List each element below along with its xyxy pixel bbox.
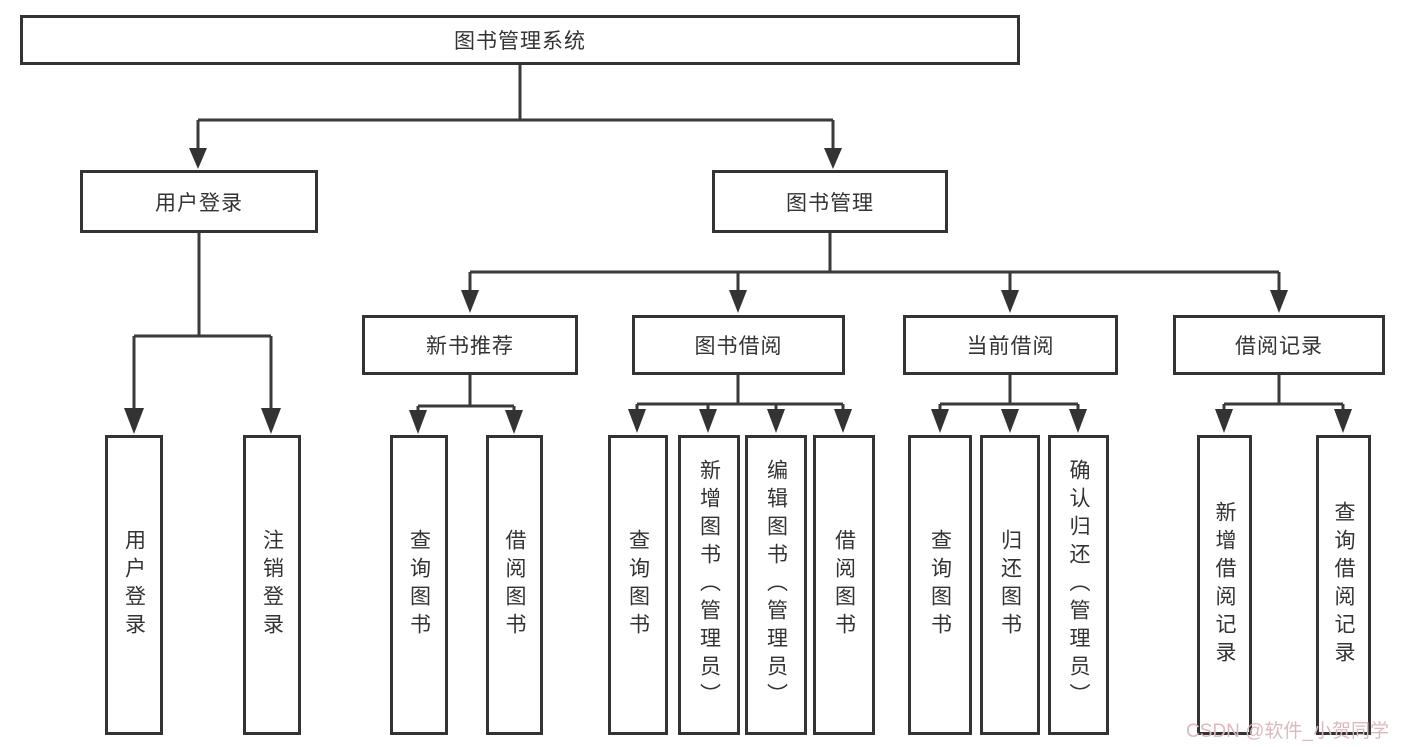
leaf-borrow-books-recommend: 借阅图书 — [486, 435, 543, 735]
leaf-query-books-borrowing: 查询图书 — [608, 435, 668, 735]
node-user-login: 用户登录 — [80, 170, 318, 233]
node-borrowing-records: 借阅记录 — [1173, 315, 1385, 375]
leaf-confirm-return-admin: 确认归还（管理员） — [1048, 435, 1109, 735]
node-label: 图书管理 — [786, 191, 874, 215]
leaf-query-borrow-record: 查询借阅记录 — [1316, 435, 1371, 735]
leaf-borrow-books-borrowing: 借阅图书 — [813, 435, 875, 735]
node-label: 查询图书 — [928, 529, 952, 641]
leaf-add-borrow-record: 新增借阅记录 — [1197, 435, 1252, 735]
node-label: 新书推荐 — [426, 335, 514, 358]
node-label: 借阅图书 — [503, 529, 526, 641]
node-label: 归还图书 — [998, 529, 1022, 641]
leaf-add-books-admin: 新增图书（管理员） — [678, 435, 740, 735]
node-label: 用户登录 — [155, 191, 243, 215]
node-label: 当前借阅 — [966, 335, 1055, 358]
leaf-edit-books-admin: 编辑图书（管理员） — [745, 435, 807, 735]
node-label: 图书管理系统 — [454, 30, 586, 53]
node-new-book-recommendation: 新书推荐 — [362, 315, 578, 375]
leaf-user-login: 用户登录 — [105, 435, 163, 735]
node-book-borrowing: 图书借阅 — [632, 315, 845, 375]
node-book-management: 图书管理 — [712, 170, 948, 233]
node-label: 查询图书 — [626, 529, 650, 641]
leaf-return-books: 归还图书 — [980, 435, 1040, 735]
node-current-borrowing: 当前借阅 — [903, 315, 1118, 375]
node-label: 图书借阅 — [694, 335, 783, 358]
node-label: 确认归还（管理员） — [1067, 459, 1090, 711]
node-label: 用户登录 — [122, 529, 146, 641]
leaf-logout: 注销登录 — [243, 435, 301, 735]
node-label: 新增借阅记录 — [1213, 501, 1236, 669]
leaf-query-books-current: 查询图书 — [908, 435, 972, 735]
node-label: 查询图书 — [407, 529, 431, 641]
node-label: 编辑图书（管理员） — [764, 459, 788, 711]
node-label: 新增图书（管理员） — [697, 459, 721, 711]
node-library-management-system: 图书管理系统 — [20, 15, 1020, 65]
node-label: 注销登录 — [260, 529, 284, 641]
node-label: 查询借阅记录 — [1332, 501, 1355, 669]
csdn-watermark: CSDN @软件_小贺同学 — [1186, 721, 1389, 742]
node-label: 借阅记录 — [1235, 335, 1323, 358]
leaf-query-books-recommend: 查询图书 — [390, 435, 448, 735]
node-label: 借阅图书 — [832, 529, 856, 641]
